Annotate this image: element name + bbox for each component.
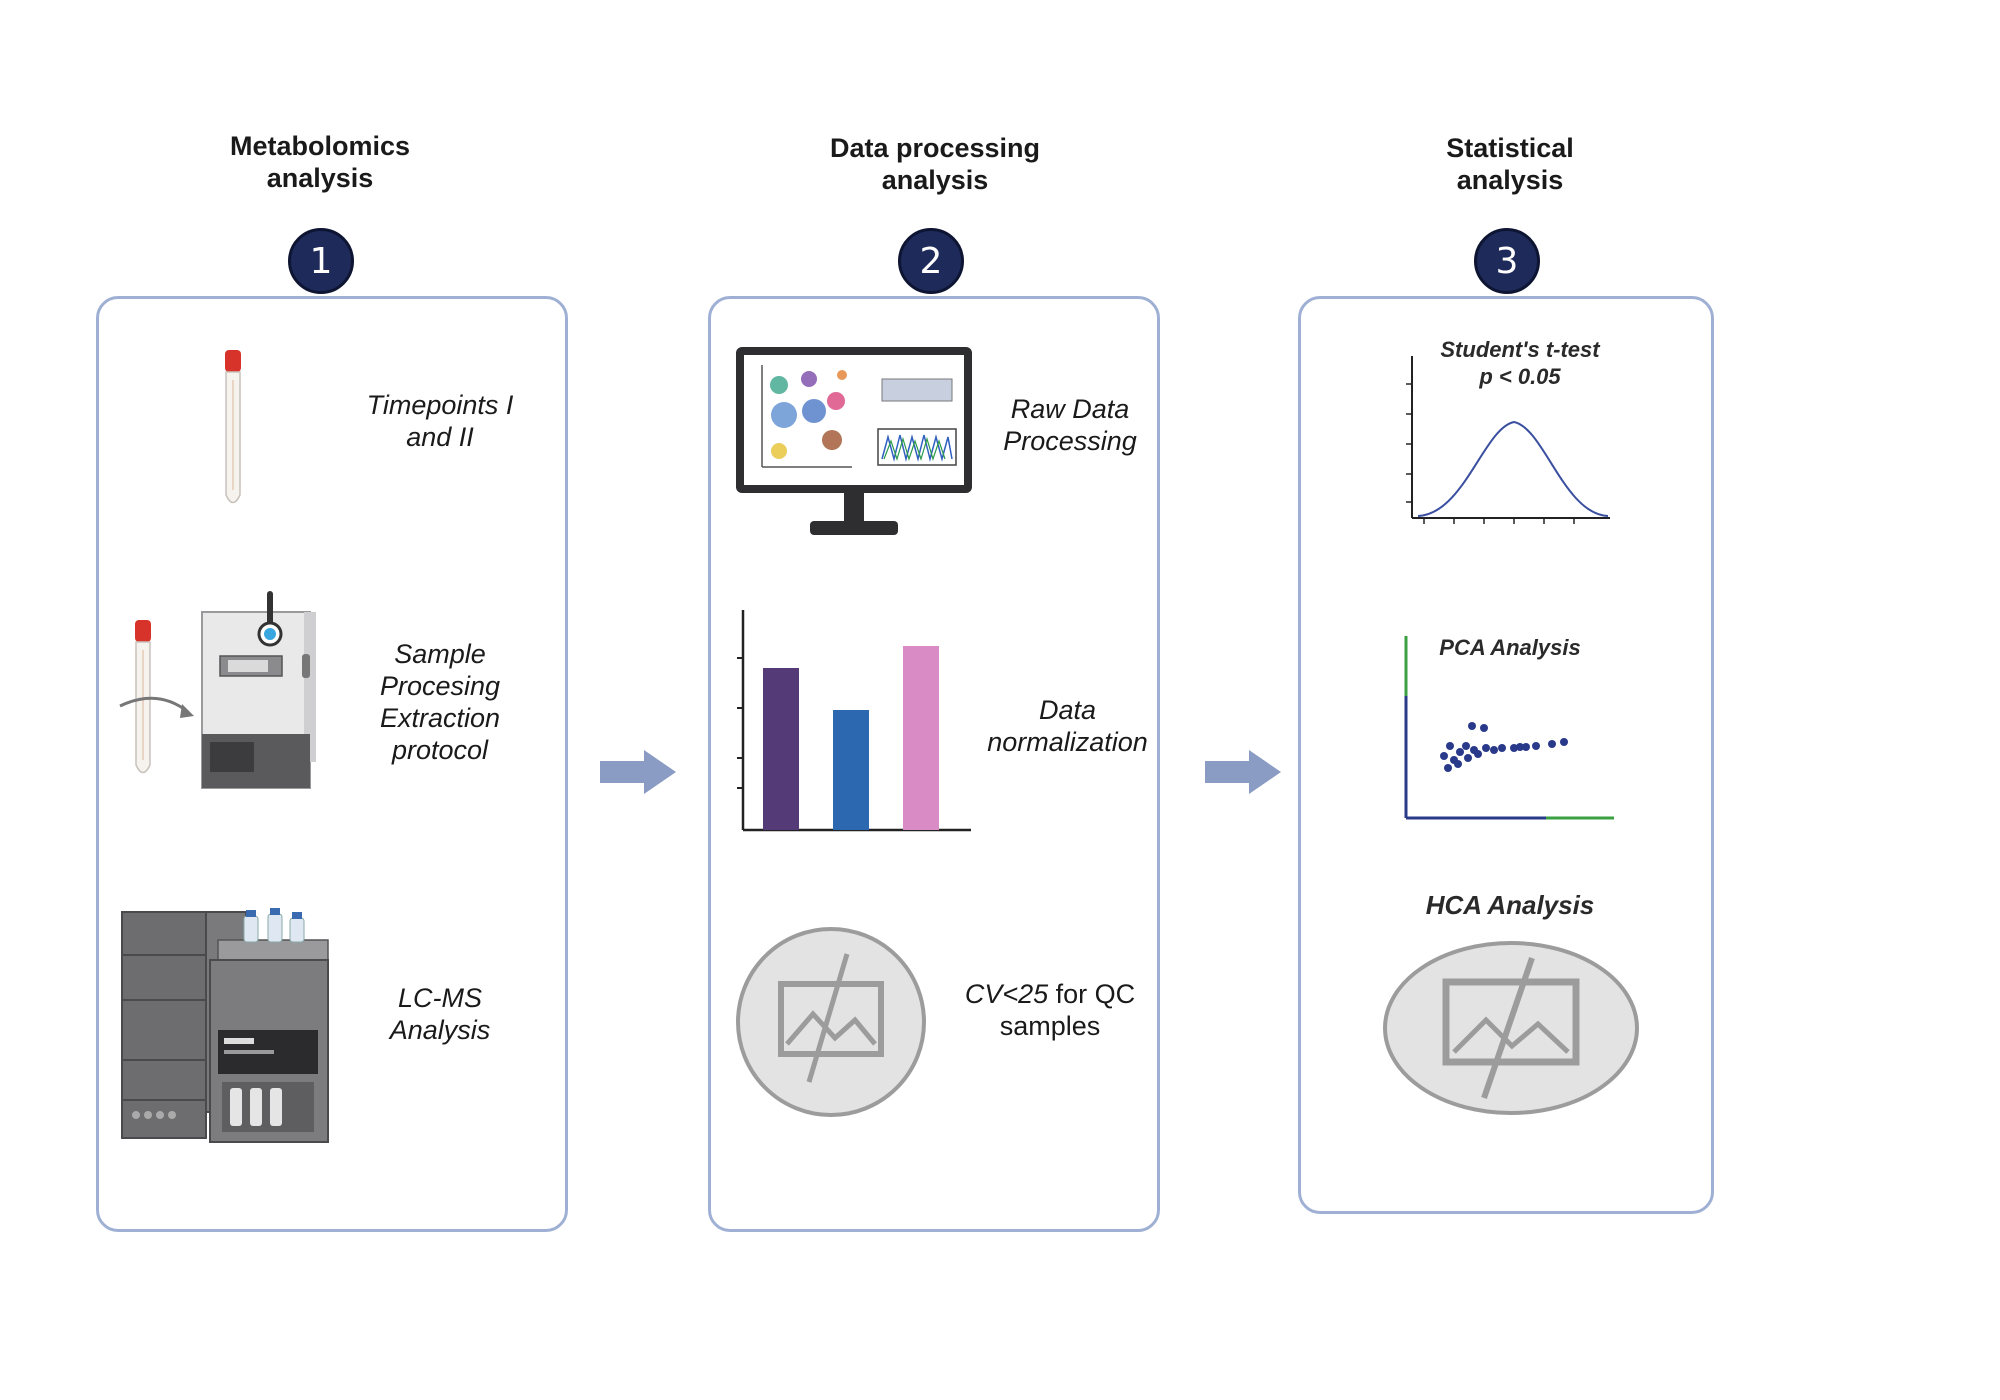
sample-processing-line4: protocol bbox=[391, 735, 489, 765]
panel-statistical bbox=[1298, 296, 1714, 1214]
normalization-label: Data normalization bbox=[975, 694, 1160, 758]
timepoints-label-line1: Timepoints I bbox=[366, 390, 514, 420]
step-2-heading-line2: analysis bbox=[881, 165, 989, 195]
cv-label: CV<25 for QC samples bbox=[960, 978, 1140, 1042]
lc-ms-instrument-icon bbox=[121, 908, 329, 1143]
normalization-label-line1: Data bbox=[1038, 695, 1097, 725]
monitor-icon bbox=[736, 347, 972, 535]
sample-processing-line2: Procesing bbox=[379, 671, 501, 701]
bar-purple bbox=[763, 668, 799, 830]
step-2-heading: Data processing analysis bbox=[800, 132, 1070, 196]
sample-processing-label: Sample Procesing Extraction protocol bbox=[350, 638, 530, 766]
raw-data-label-line1: Raw Data bbox=[1010, 394, 1130, 424]
raw-data-label-line2: Processing bbox=[1003, 426, 1137, 456]
normalization-label-line2: normalization bbox=[987, 727, 1148, 757]
flow-arrow-2-icon bbox=[1205, 750, 1281, 794]
step-2-heading-line1: Data processing bbox=[829, 133, 1041, 163]
lcms-label-line2: Analysis bbox=[389, 1015, 491, 1045]
missing-image-icon bbox=[736, 927, 926, 1117]
freezer-icon bbox=[201, 591, 316, 789]
hca-title: HCA Analysis bbox=[1425, 890, 1595, 920]
step-2-badge: 2 bbox=[898, 228, 964, 294]
cv-label-line1: CV<25 for QC bbox=[960, 978, 1140, 1010]
pca-title: PCA Analysis bbox=[1439, 635, 1581, 660]
transfer-arrow-icon bbox=[119, 696, 194, 718]
step-1-badge: 1 bbox=[288, 228, 354, 294]
sample-processing-line3: Extraction bbox=[379, 703, 501, 733]
flow-arrow-1-icon bbox=[600, 750, 676, 794]
step-1-heading: Metabolomics analysis bbox=[200, 130, 440, 194]
lcms-label: LC-MS Analysis bbox=[350, 982, 530, 1046]
raw-data-label: Raw Data Processing bbox=[985, 393, 1155, 457]
step-3-heading-line1: Statistical bbox=[1446, 133, 1574, 163]
sample-tube-icon bbox=[135, 620, 151, 774]
bar-pink bbox=[903, 646, 939, 830]
step-3-badge: 3 bbox=[1474, 228, 1540, 294]
hca-missing-image-icon bbox=[1383, 941, 1639, 1115]
timepoints-label: Timepoints I and II bbox=[340, 389, 540, 453]
step-3-heading: Statistical analysis bbox=[1400, 132, 1620, 196]
ttest-title-line2: p < 0.05 bbox=[1479, 364, 1561, 389]
bell-curve-icon bbox=[1406, 356, 1610, 524]
test-tube-icon bbox=[225, 350, 241, 504]
timepoints-label-line2: and II bbox=[406, 422, 474, 452]
step-1-heading-line2: analysis bbox=[266, 163, 374, 193]
bar-blue bbox=[833, 710, 869, 830]
ttest-title: Student's t-test p < 0.05 bbox=[1410, 336, 1630, 390]
step-3-heading-line2: analysis bbox=[1456, 165, 1564, 195]
scatter-plot-icon bbox=[1404, 636, 1614, 820]
bar-chart-icon bbox=[737, 610, 971, 832]
cv-label-rest: for QC bbox=[1048, 979, 1136, 1009]
cv-label-line2: samples bbox=[999, 1011, 1101, 1041]
sample-processing-line1: Sample bbox=[394, 639, 486, 669]
ttest-title-line1: Student's t-test bbox=[1440, 337, 1600, 362]
step-1-heading-line1: Metabolomics bbox=[229, 131, 411, 161]
lcms-label-line1: LC-MS bbox=[397, 983, 482, 1013]
cv-label-italic: CV<25 bbox=[964, 979, 1049, 1009]
